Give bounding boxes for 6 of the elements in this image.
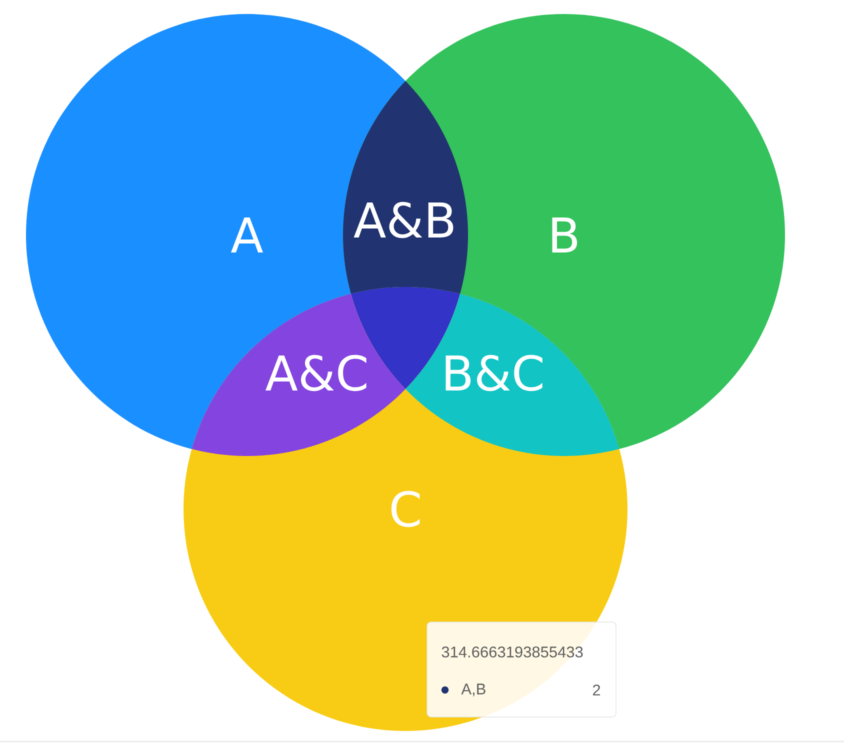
series-value: 2 xyxy=(592,684,600,696)
series-name: A,B xyxy=(461,684,486,696)
tooltip-value: 314.6663193855433 xyxy=(442,646,583,658)
overlap-region: A&C xyxy=(192,294,406,456)
overlap-region: A&B xyxy=(343,80,468,294)
overlap-region: B&C xyxy=(406,294,620,456)
